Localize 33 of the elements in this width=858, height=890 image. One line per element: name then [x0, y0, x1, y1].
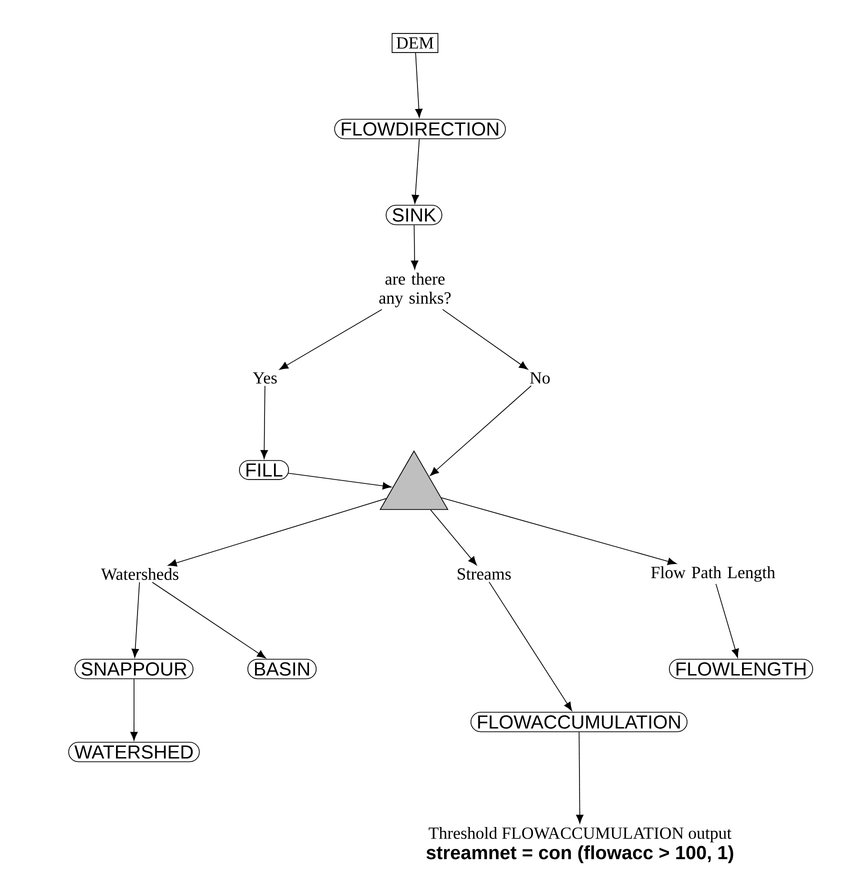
arrow — [442, 309, 528, 370]
process-pill: SNAPPOUR — [74, 658, 194, 680]
branch-label: Flow Path Length — [651, 566, 776, 582]
process-pill: WATERSHED — [68, 742, 200, 762]
arrow — [152, 582, 266, 658]
arrow — [716, 584, 739, 658]
arrow — [412, 138, 420, 204]
arrow — [430, 385, 532, 476]
threshold-note: Threshold FLOWACCUMULATION output streamnet = con (flowacc > 100, 1) — [426, 826, 734, 864]
process-pill: SINK — [386, 204, 442, 226]
arrow — [410, 224, 418, 270]
arrow — [130, 678, 138, 741]
arrow — [415, 52, 423, 118]
arrow — [441, 497, 677, 566]
arrow — [168, 498, 386, 566]
process-pill: FILL — [239, 460, 289, 480]
arrow — [260, 385, 268, 459]
arrow — [488, 582, 572, 711]
process-pill: BASIN — [247, 658, 317, 680]
arrow — [132, 582, 140, 658]
arrow — [430, 510, 477, 566]
process-pill: FLOWLENGTH — [668, 658, 814, 680]
branch-label: No — [530, 372, 550, 384]
arrow — [576, 732, 584, 824]
process-pill: FLOWACCUMULATION — [470, 712, 688, 732]
branch-label: Watersheds — [101, 568, 178, 580]
arrow — [279, 309, 382, 370]
branch-label: Yes — [252, 372, 277, 384]
decision-text: are there any sinks? — [379, 272, 451, 308]
process-box: DEM — [392, 33, 438, 53]
branch-label: Streams — [458, 568, 511, 580]
arrow — [288, 472, 392, 490]
process-pill: FLOWDIRECTION — [334, 118, 506, 140]
